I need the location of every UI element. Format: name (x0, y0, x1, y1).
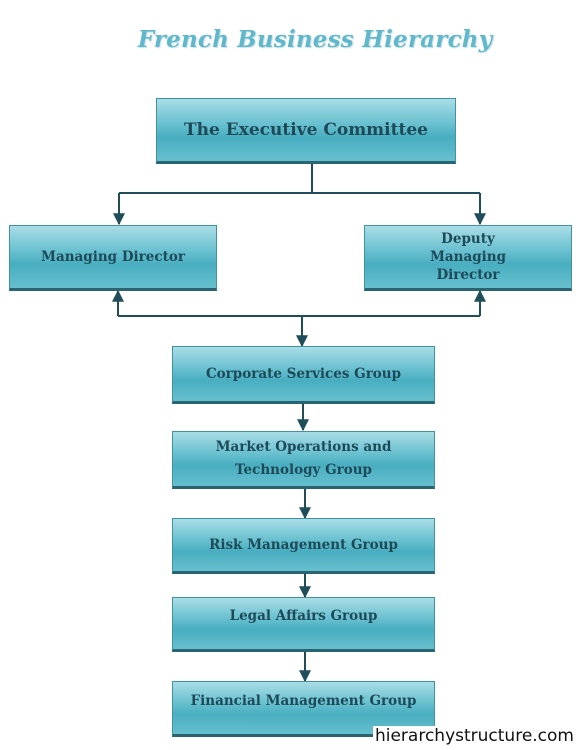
node-label: Financial Management Group (190, 692, 417, 709)
diagram-title: French Business Hierarchy (137, 26, 493, 53)
node-executive-committee: The Executive Committee (156, 98, 456, 164)
node-deputy-managing-director: Deputy Managing Director (364, 225, 572, 291)
node-label: Deputy Managing Director (429, 230, 507, 284)
node-legal-affairs-group: Legal Affairs Group (172, 597, 435, 652)
node-corporate-services-group: Corporate Services Group (172, 346, 435, 404)
node-label: Market Operations and Technology Group (215, 439, 392, 478)
node-managing-director: Managing Director (9, 225, 217, 291)
node-label: Corporate Services Group (205, 365, 402, 382)
node-label: Legal Affairs Group (229, 608, 378, 625)
node-label: Risk Management Group (209, 536, 398, 553)
node-label: Managing Director (41, 248, 185, 265)
node-risk-management-group: Risk Management Group (172, 518, 435, 574)
watermark-credit: hierarchystructure.com (372, 726, 576, 746)
node-market-operations-group: Market Operations and Technology Group (172, 431, 435, 489)
node-label: The Executive Committee (184, 119, 428, 140)
